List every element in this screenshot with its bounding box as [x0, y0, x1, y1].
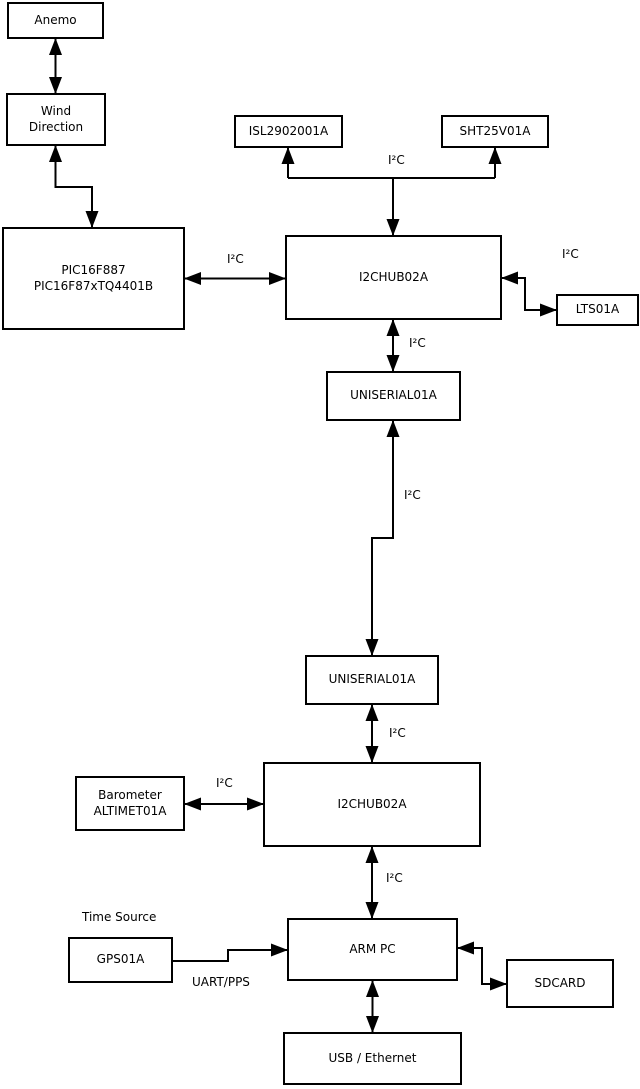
node-arm-pc-label: ARM PC [349, 941, 396, 956]
node-i2c-hub-2-label: I2CHUB02A [337, 796, 407, 811]
edge-label-i2c-sensors: I²C [388, 153, 405, 167]
node-lts-label: LTS01A [575, 302, 620, 317]
edge-label-i2c-pic-hub: I²C [227, 252, 244, 266]
node-sdcard-label: SDCARD [534, 975, 586, 990]
node-lts-temp-sensor: LTS01A [556, 294, 639, 326]
edge-hub1-lts [501, 271, 557, 317]
edge-label-i2c-hub-uniserial: I²C [409, 336, 426, 350]
edge-gps-armpc [173, 943, 288, 962]
edge-label-i2c-hub-lts: I²C [562, 247, 579, 261]
node-wind-direction-label: Wind Direction [28, 103, 84, 134]
edge-label-uart-pps: UART/PPS [192, 975, 250, 989]
node-gps-label: GPS01A [96, 952, 145, 967]
node-pic-microcontroller: PIC16F887 PIC16F87xTQ4401B [2, 227, 185, 330]
node-wind-direction: Wind Direction [6, 93, 106, 146]
node-barometer: Barometer ALTIMET01A [75, 776, 185, 831]
node-isl-label: ISL2902001A [248, 123, 329, 138]
node-anemo: Anemo [7, 2, 104, 39]
edge-wind-pic [49, 145, 99, 228]
node-usb-ethernet: USB / Ethernet [283, 1032, 462, 1085]
edge-armpc-sdcard [457, 941, 507, 991]
node-anemo-label: Anemo [34, 12, 77, 27]
node-uniserial-2: UNISERIAL01A [305, 655, 439, 705]
edge-uniserial1-uniserial2 [365, 420, 400, 656]
edge-label-time-source: Time Source [82, 910, 157, 924]
node-i2c-hub-2: I2CHUB02A [263, 762, 481, 847]
node-i2c-hub-1: I2CHUB02A [285, 235, 502, 320]
node-isl-light-sensor: ISL2902001A [234, 115, 343, 148]
node-sht-label: SHT25V01A [459, 123, 531, 138]
node-arm-pc: ARM PC [287, 918, 458, 981]
edge-label-i2c-barometer-hub: I²C [216, 776, 233, 790]
edge-label-i2c-uniserial-hub: I²C [389, 726, 406, 740]
node-usb-ethernet-label: USB / Ethernet [328, 1050, 417, 1065]
node-pic-label: PIC16F887 PIC16F87xTQ4401B [33, 262, 154, 293]
node-sht-humidity-sensor: SHT25V01A [441, 115, 549, 148]
node-barometer-label: Barometer ALTIMET01A [93, 787, 167, 818]
node-i2c-hub-1-label: I2CHUB02A [358, 269, 429, 284]
node-uniserial-1-label: UNISERIAL01A [350, 388, 437, 403]
edge-label-i2c-backbone: I²C [404, 488, 421, 502]
node-sdcard: SDCARD [506, 959, 614, 1008]
node-uniserial-2-label: UNISERIAL01A [328, 672, 416, 687]
edge-label-i2c-hub-armpc: I²C [386, 871, 403, 885]
node-gps: GPS01A [68, 937, 173, 983]
node-uniserial-1: UNISERIAL01A [326, 371, 461, 421]
